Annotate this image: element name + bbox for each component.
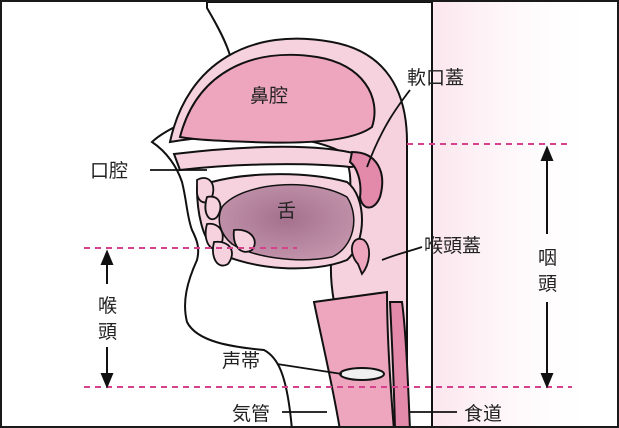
vocal-cords-label: 声帯 <box>222 350 260 372</box>
soft-palate-label: 軟口蓋 <box>407 67 464 89</box>
leader-lines <box>150 89 457 413</box>
vocal-cords-leader <box>276 363 343 375</box>
larynx-label-char-2: 頭 <box>98 321 117 343</box>
pharynx-label-char-1: 咽 <box>538 247 557 269</box>
oral-cavity-label: 口腔 <box>90 160 128 182</box>
trachea <box>312 290 395 426</box>
esophagus <box>388 301 411 426</box>
vocal-cords <box>339 367 385 381</box>
soft-palate <box>348 150 384 209</box>
nasal-cavity <box>178 53 376 144</box>
pharynx-span-arrow <box>540 145 554 389</box>
epiglottis-leader <box>381 246 423 261</box>
epiglottis-label: 喉頭蓋 <box>424 235 481 257</box>
tongue-label: 舌 <box>277 200 296 222</box>
larynx-label-char-1: 喉 <box>98 295 117 317</box>
epiglottis <box>351 237 370 276</box>
nasal-cavity-label: 鼻腔 <box>250 85 288 107</box>
level-guide-lines <box>84 143 572 388</box>
trachea-label: 気管 <box>232 403 270 425</box>
larynx-span-arrow <box>100 249 114 389</box>
pharynx-label-char-2: 頭 <box>538 273 557 295</box>
esophagus-label: 食道 <box>464 403 502 425</box>
soft-palate-leader <box>366 89 411 168</box>
